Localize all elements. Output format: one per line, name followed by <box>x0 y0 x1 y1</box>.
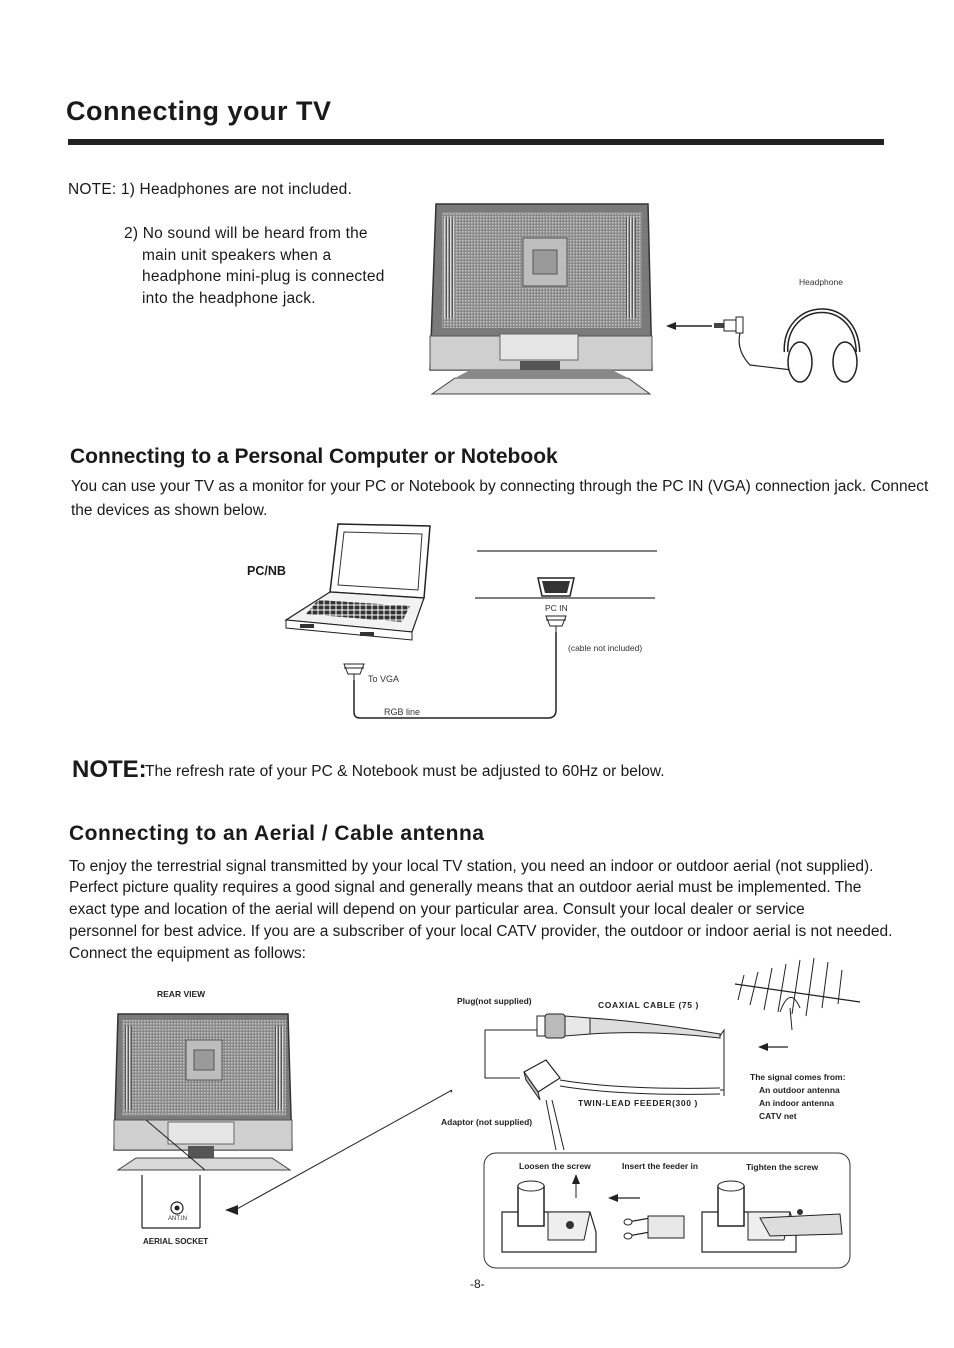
pcin-label: PC IN <box>545 603 568 613</box>
note-line-2c: headphone mini-plug is connected <box>142 268 385 285</box>
rear-view-label: REAR VIEW <box>157 989 206 999</box>
note-line-2a: 2) No sound will be heard from the <box>124 225 368 242</box>
tv-rear-bottom <box>113 1013 293 1171</box>
pc-para-line-2: the devices as shown below. <box>71 502 268 519</box>
note-text: The refresh rate of your PC & Notebook m… <box>145 763 665 780</box>
feeder-wire-icon <box>623 1215 685 1240</box>
plug-label: Plug(not supplied) <box>457 996 532 1006</box>
title-rule <box>68 139 884 145</box>
insert-label: Insert the feeder in <box>622 1161 699 1171</box>
antin-label: ANT.IN <box>168 1216 188 1222</box>
aerial-line-4: personnel for best advice. If you are a … <box>69 923 893 940</box>
socket-step1-icon <box>501 1174 597 1253</box>
socket-step3-icon <box>701 1180 843 1253</box>
page-title: Connecting your TV <box>66 96 332 126</box>
signal-head: The signal comes from: <box>750 1072 846 1082</box>
pc-para-line-1: You can use your TV as a monitor for you… <box>71 478 929 495</box>
cable-note: (cable not included) <box>568 643 643 653</box>
headphone-plug <box>714 316 793 371</box>
aerial-line-1: To enjoy the terrestrial signal transmit… <box>69 858 874 875</box>
aerial-line-5: Connect the equipment as follows: <box>69 945 306 962</box>
headphone-label: Headphone <box>799 277 843 287</box>
laptop-illustration <box>284 523 431 641</box>
note-line-1: NOTE: 1) Headphones are not included. <box>68 181 352 198</box>
note-head: NOTE: <box>72 756 147 783</box>
coax-plug-icon <box>536 1013 721 1039</box>
headphone-icon <box>783 308 861 383</box>
loosen-label: Loosen the screw <box>519 1161 591 1171</box>
aerial-socket-label: AERIAL SOCKET <box>143 1237 209 1246</box>
vga-connector-laptop <box>343 663 365 680</box>
vga-port-icon <box>537 577 575 597</box>
adaptor-label: Adaptor (not supplied) <box>441 1117 533 1127</box>
signal-1: An outdoor antenna <box>759 1085 840 1095</box>
note-line-2b: main unit speakers when a <box>142 247 332 264</box>
antenna-icon <box>734 957 861 1031</box>
signal-3: CATV net <box>759 1111 797 1121</box>
page-number: -8- <box>470 1277 485 1291</box>
tv-rear-top <box>429 203 653 395</box>
coax-label: COAXIAL CABLE (75 ) <box>598 1000 699 1010</box>
tovga-label: To VGA <box>368 674 400 684</box>
pc-section-title: Connecting to a Personal Computer or Not… <box>70 445 558 468</box>
twin-label: TWIN-LEAD FEEDER(300 ) <box>578 1098 698 1108</box>
signal-2: An indoor antenna <box>759 1098 835 1108</box>
ant-in-socket-icon <box>170 1201 184 1215</box>
pcnb-label: PC/NB <box>247 564 286 578</box>
aerial-line-3: exact type and location of the aerial wi… <box>69 901 805 918</box>
tighten-label: Tighten the screw <box>746 1162 819 1172</box>
note-line-2d: into the headphone jack. <box>142 290 316 307</box>
vga-connector-pc-in <box>545 615 567 632</box>
aerial-section-title: Connecting to an Aerial / Cable antenna <box>69 822 485 845</box>
aerial-line-2: Perfect picture quality requires a good … <box>69 879 862 896</box>
rgb-label: RGB line <box>384 707 421 717</box>
adaptor-icon <box>523 1059 721 1101</box>
